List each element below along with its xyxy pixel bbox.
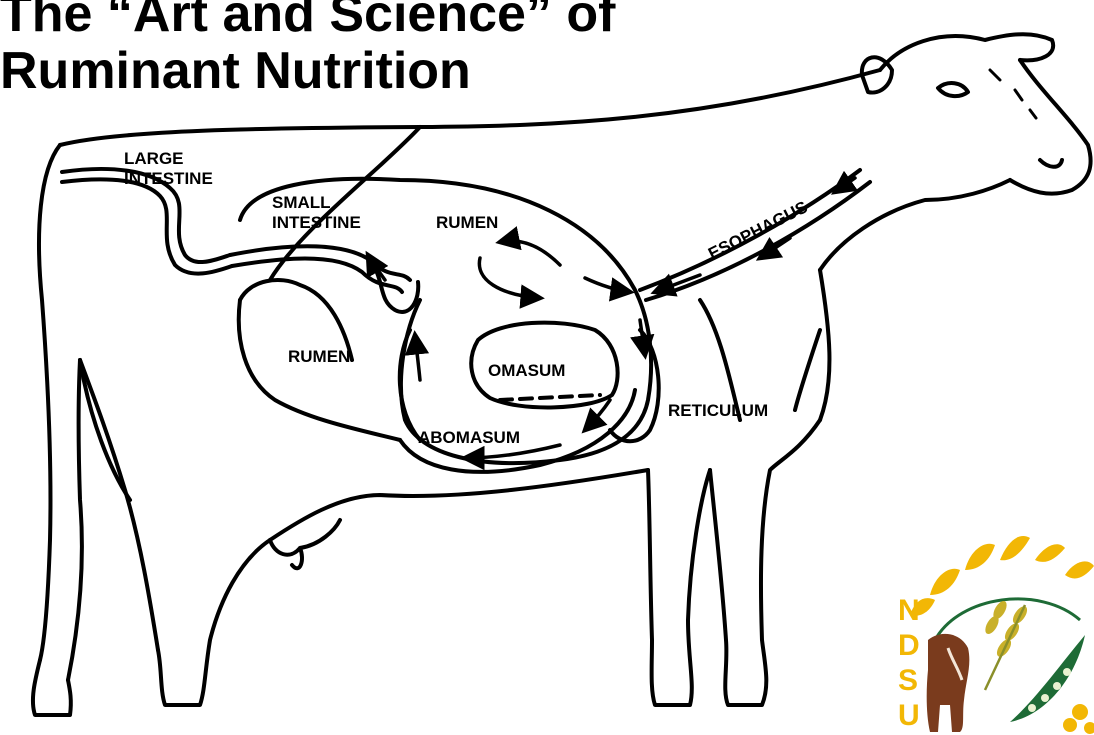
label-rumen-lower: RUMEN [288, 347, 350, 366]
logo-letter-d: D [898, 629, 920, 662]
label-omasum: OMASUM [488, 361, 565, 380]
logo-letter-s: S [898, 664, 918, 697]
logo-letter-n: N [898, 594, 920, 627]
label-small-intestine-1: SMALL [272, 193, 331, 212]
label-large-intestine-1: LARGE [124, 149, 184, 168]
label-reticulum: RETICULUM [668, 401, 768, 420]
label-abomasum: ABOMASUM [418, 428, 520, 447]
label-small-intestine-2: INTESTINE [272, 213, 361, 232]
diagram-labels: LARGE INTESTINE SMALL INTESTINE RUMEN RU… [124, 149, 811, 447]
ndsu-logo: N D S U [898, 536, 1094, 734]
flower-icon [1063, 704, 1094, 734]
cattle-icon [927, 634, 970, 732]
wheat-icon [983, 599, 1030, 690]
label-large-intestine-2: INTESTINE [124, 169, 213, 188]
logo-letter-u: U [898, 699, 920, 732]
label-rumen-upper: RUMEN [436, 213, 498, 232]
